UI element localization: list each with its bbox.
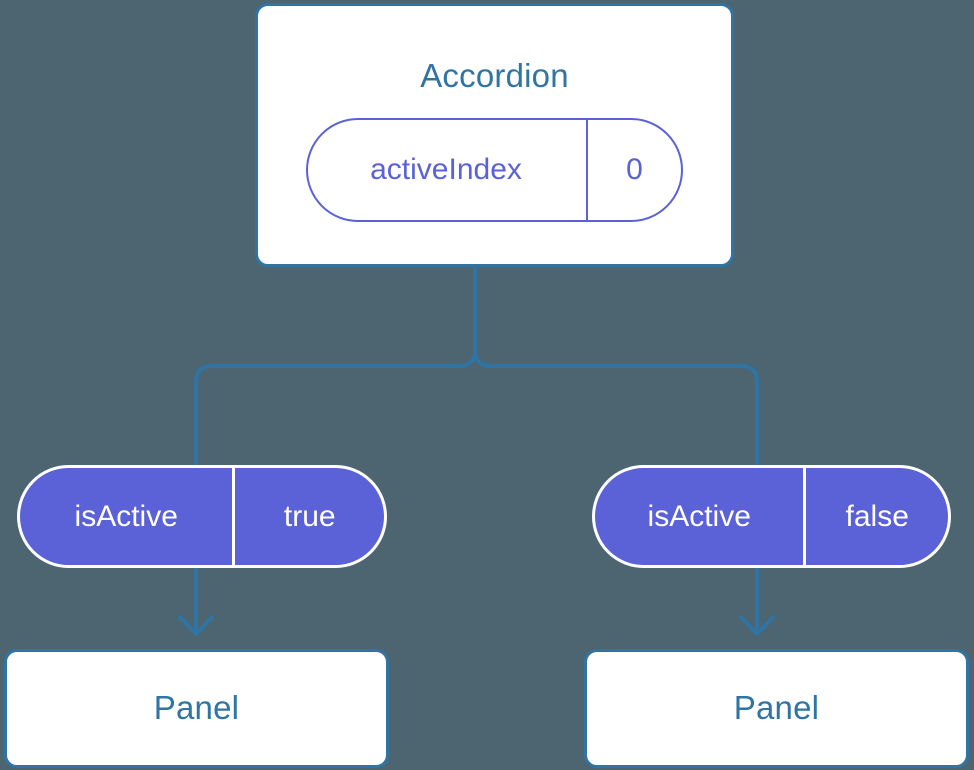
prop-pill-is-active-right: isActive false [592,465,951,568]
branch-line-left [194,349,477,465]
panel-component-card-left: Panel [4,649,389,768]
accordion-title: Accordion [420,57,569,94]
prop-pill-value: true [232,468,384,565]
prop-pill-key: isActive [74,499,178,533]
arrow-down-icon-right [739,568,775,636]
panel-title: Panel [153,689,240,726]
panel-component-card-right: Panel [584,649,969,768]
state-pill-active-index: activeIndex 0 [306,118,683,222]
prop-pill-is-active-left: isActive true [17,465,387,568]
prop-pill-value: false [803,468,948,565]
state-pill-key: activeIndex [370,153,522,186]
arrow-down-icon-left [178,568,214,636]
state-pill-value: 0 [586,120,681,220]
panel-title: Panel [733,689,820,726]
branch-line-right [473,349,759,465]
prop-pill-key: isActive [647,499,751,533]
